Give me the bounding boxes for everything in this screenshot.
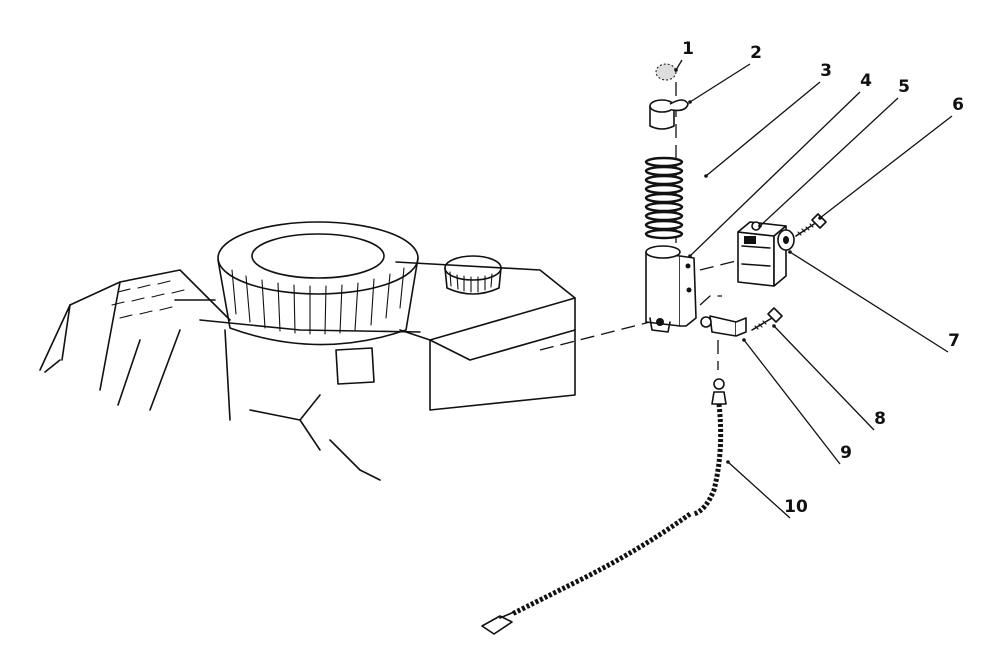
part-4-bracket (645, 245, 697, 333)
part-1-cap (655, 63, 677, 81)
part-7-washer (777, 229, 795, 251)
callout-leader-8 (773, 325, 875, 431)
part-6-screw (795, 213, 827, 237)
callout-tip-4 (688, 254, 692, 258)
callout-leader-4 (689, 91, 861, 257)
callout-tip-7 (788, 250, 792, 254)
callout-number-8: 8 (874, 409, 886, 429)
callout-number-10: 10 (784, 497, 808, 517)
callout-number-2: 2 (750, 43, 762, 63)
callout-leader-10 (727, 461, 791, 519)
callout-tip-1 (674, 68, 678, 72)
callout-number-6: 6 (952, 95, 964, 115)
part-2-lever (649, 99, 689, 130)
callout-tip-9 (742, 338, 746, 342)
callout-leader-9 (743, 339, 841, 465)
callout-leader-5 (759, 97, 899, 227)
callout-tip-5 (758, 224, 762, 228)
part-5-switch (737, 221, 787, 287)
callout-leader-6 (819, 115, 953, 219)
callout-tip-8 (772, 324, 776, 328)
callout-leader-7 (789, 251, 949, 353)
callout-number-5: 5 (898, 77, 910, 97)
callout-number-9: 9 (840, 443, 852, 463)
callout-tip-3 (704, 174, 708, 178)
callout-number-1: 1 (682, 39, 694, 59)
callout-leader-1 (675, 59, 683, 71)
callout-layer: 1 2 3 4 5 6 7 8 9 10 (674, 39, 964, 519)
engine-assembly (39, 221, 576, 481)
part-8-screw (751, 307, 783, 331)
callout-leader-3 (705, 81, 821, 177)
part-3-spring (644, 156, 684, 240)
callout-number-4: 4 (860, 71, 872, 91)
callout-tip-10 (726, 460, 730, 464)
callout-leader-2 (689, 63, 751, 103)
callout-number-7: 7 (948, 331, 960, 351)
callout-number-3: 3 (820, 61, 832, 81)
part-9-connector (700, 315, 747, 337)
callout-tip-6 (818, 216, 822, 220)
callout-tip-2 (688, 100, 692, 104)
part-10-cable (481, 378, 727, 635)
